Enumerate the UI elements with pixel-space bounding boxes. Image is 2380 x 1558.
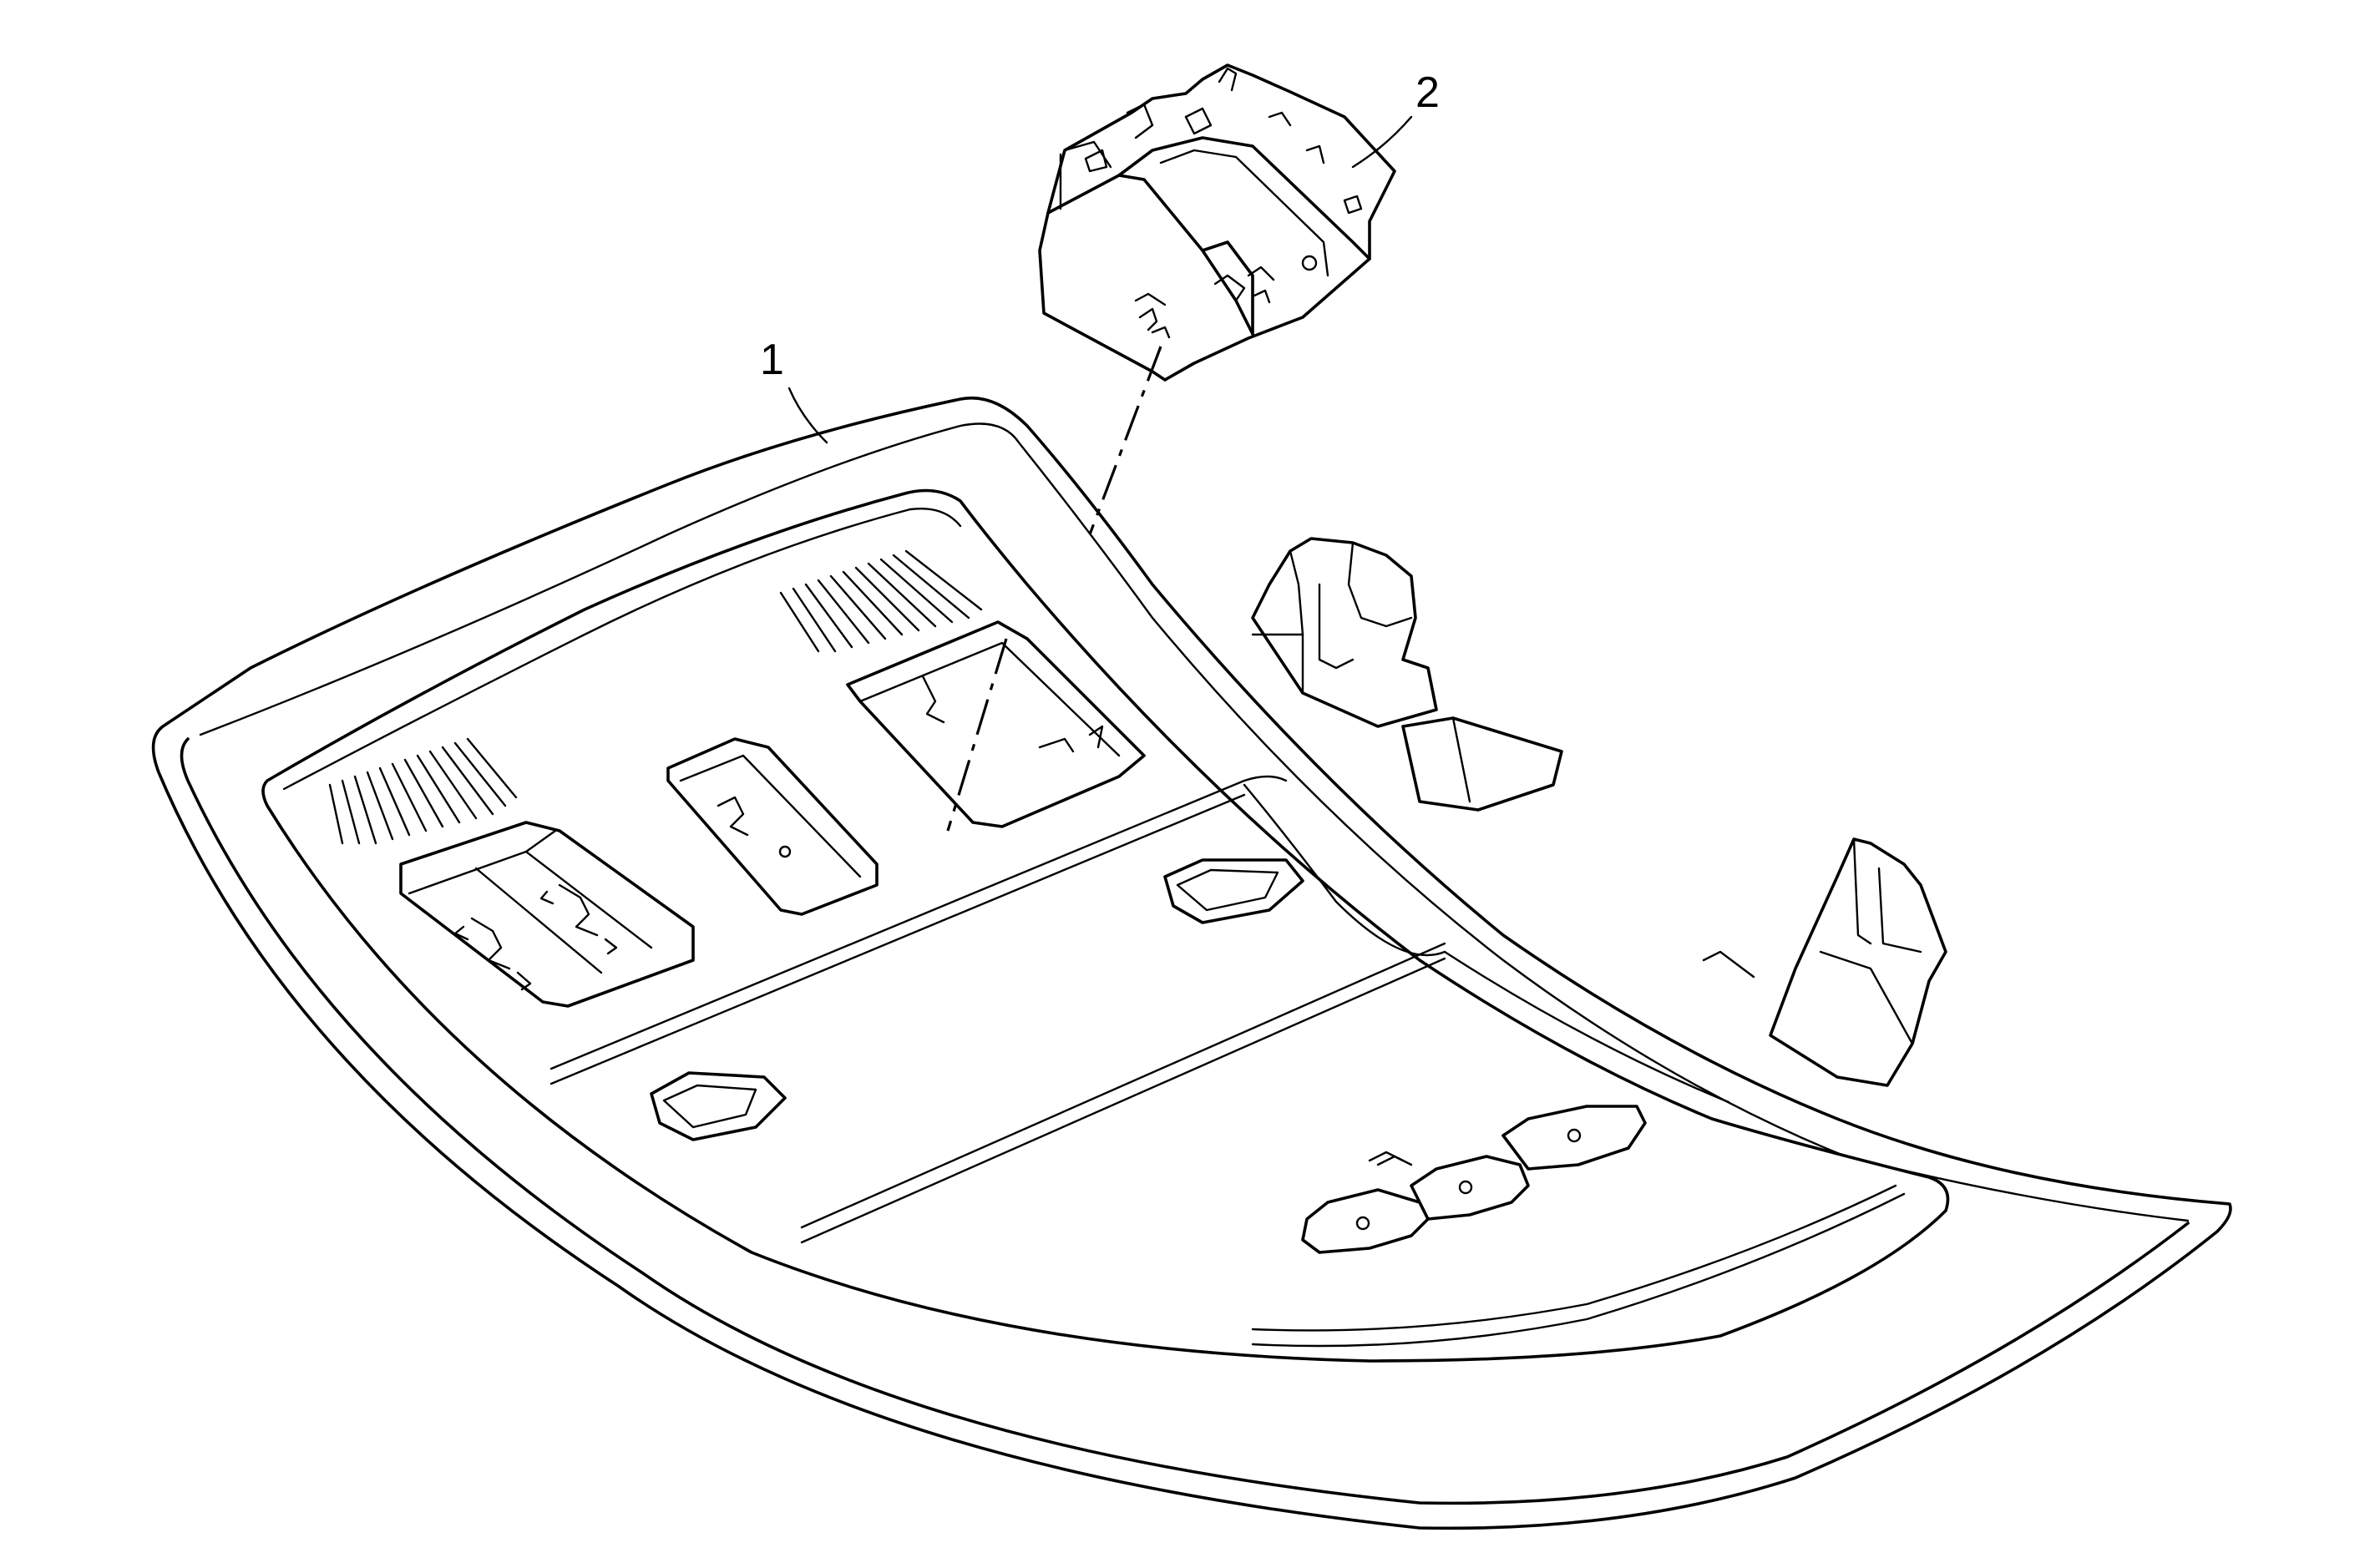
callout-label-2: 2 <box>1415 68 1440 117</box>
reading-lamp-lens-right <box>1163 858 1304 924</box>
dome-lamp-icon <box>1134 292 1171 339</box>
rear-side-bracket <box>1401 716 1563 812</box>
left-speaker-grille <box>328 737 518 845</box>
reading-lamp-lens-left <box>650 1071 787 1141</box>
installation-guide-line <box>946 346 1162 832</box>
homelink-buttons <box>1301 1105 1647 1254</box>
rear-mounting-clip-upper <box>1251 537 1438 728</box>
right-speaker-grille <box>779 549 983 653</box>
map-lamp-right-icon <box>539 883 618 955</box>
callout-label-1: 1 <box>760 336 784 384</box>
map-lamp-left-icon <box>453 917 532 991</box>
switch-module <box>1038 63 1396 382</box>
rear-mounting-clip-lower <box>1702 837 1947 1087</box>
center-lamp-button <box>666 737 879 916</box>
callout-1: 1 <box>760 336 828 444</box>
callout-2: 2 <box>1351 68 1440 169</box>
switch-recess-pocket <box>846 620 1146 828</box>
panel-divider-seams <box>549 775 1730 1244</box>
dome-lamp-off-icon <box>1213 266 1275 304</box>
left-lamp-switch-assembly <box>399 821 695 1008</box>
